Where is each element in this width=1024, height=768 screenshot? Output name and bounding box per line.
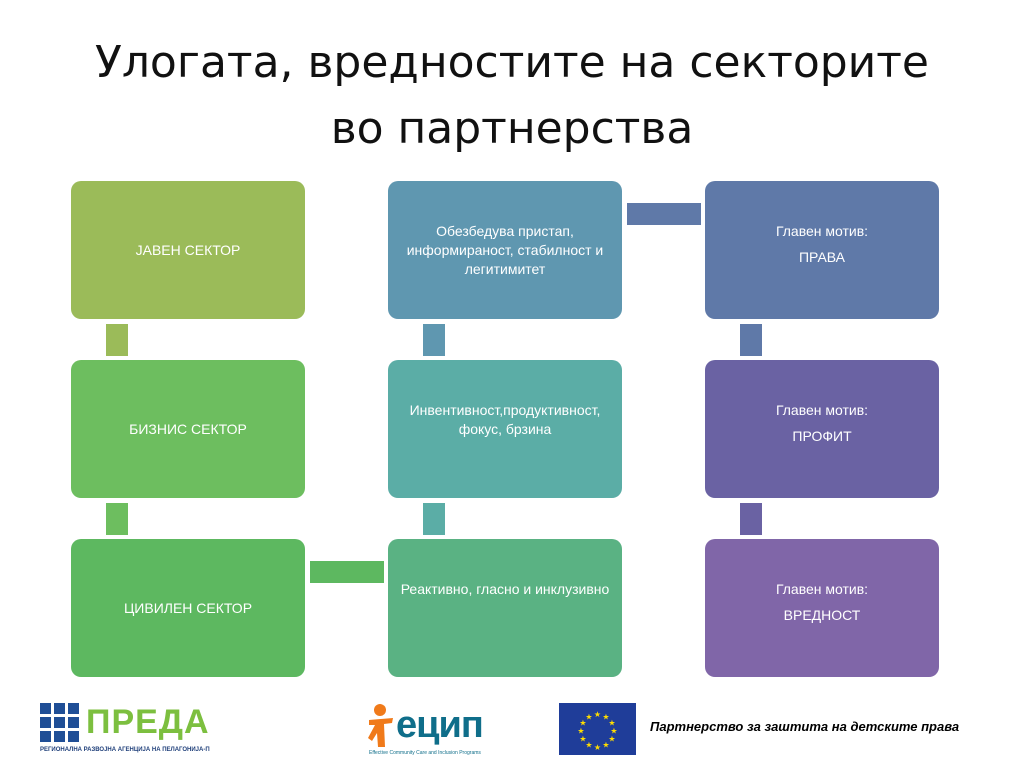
business-motive-value: ПРОФИТ [792,428,852,444]
connector-motives-1-2 [740,324,762,356]
person-icon [368,704,393,747]
svg-text:★: ★ [577,727,584,736]
connector-motives-2-3 [740,503,762,535]
slide-title-line-1: Улогата, вредностите на секторите [95,37,929,88]
svg-text:★: ★ [610,727,617,736]
civil-values-box: Реактивно, гласно и инклузивно [388,539,622,677]
connector-values-2-3 [423,503,445,535]
public-motive-label: Главен мотив: [775,223,869,239]
civil-motive-value: ВРЕДНОСТ [783,607,861,623]
svg-text:★: ★ [594,743,601,752]
connector-public-business [106,324,128,356]
ecip-logo-subtitle: Effective Community Care and Inclusion P… [369,750,481,756]
svg-text:★: ★ [579,735,586,744]
civil-values-text: Реактивно, гласно и инклузивно [400,581,610,597]
slide-title-line-2: во партнерства [330,103,694,154]
connector-values-1-2 [423,324,445,356]
public-sector-box: ЈАВЕН СЕКТОР [71,181,305,319]
public-values-text: Обезбедува пристап, информираност, стаби… [406,223,604,277]
business-sector-label: БИЗНИС СЕКТОР [129,420,247,437]
ecip-logo: ецип Effective Community Care and Inclus… [367,703,489,763]
connector-civil-to-values [310,561,384,583]
connector-values-to-motives [627,203,701,225]
business-motive-label: Главен мотив: [775,402,869,418]
svg-text:★: ★ [594,710,601,719]
business-values-text: Инвентивност,продуктивност, фокус, брзин… [409,402,601,437]
civil-motive-box: Главен мотив: ВРЕДНОСТ [705,539,939,677]
svg-text:★: ★ [602,741,609,750]
preda-logo: ПРЕДА [86,703,210,741]
preda-logo-grid-icon [40,703,80,743]
public-motive-value: ПРАВА [798,249,845,265]
preda-logo-subtitle: РЕГИОНАЛНА РАЗВОЈНА АГЕНЦИЈА НА ПЕЛАГОНИ… [40,747,210,753]
svg-text:★: ★ [608,719,615,728]
public-values-box: Обезбедува пристап, информираност, стаби… [388,181,622,319]
civil-sector-label: ЦИВИЛЕН СЕКТОР [123,599,253,616]
civil-motive-label: Главен мотив: [775,581,869,597]
eu-flag-icon: ★ ★ ★ ★ ★ ★ ★ ★ ★ ★ ★ ★ [559,703,636,755]
svg-text:★: ★ [579,719,586,728]
slide-title: Улогата, вредностите на секторите во пар… [0,30,1024,162]
business-sector-box: БИЗНИС СЕКТОР [71,360,305,498]
connector-business-civil [106,503,128,535]
svg-text:★: ★ [585,741,592,750]
civil-sector-box: ЦИВИЛЕН СЕКТОР [71,539,305,677]
footer-text: Партнерство за заштита на детските права [650,719,960,734]
ecip-logo-word: ецип [396,704,484,746]
public-sector-label: ЈАВЕН СЕКТОР [135,241,241,258]
business-values-box: Инвентивност,продуктивност, фокус, брзин… [388,360,622,498]
public-motive-box: Главен мотив: ПРАВА [705,181,939,319]
svg-text:★: ★ [585,713,592,722]
svg-text:★: ★ [602,713,609,722]
svg-text:★: ★ [608,735,615,744]
business-motive-box: Главен мотив: ПРОФИТ [705,360,939,498]
